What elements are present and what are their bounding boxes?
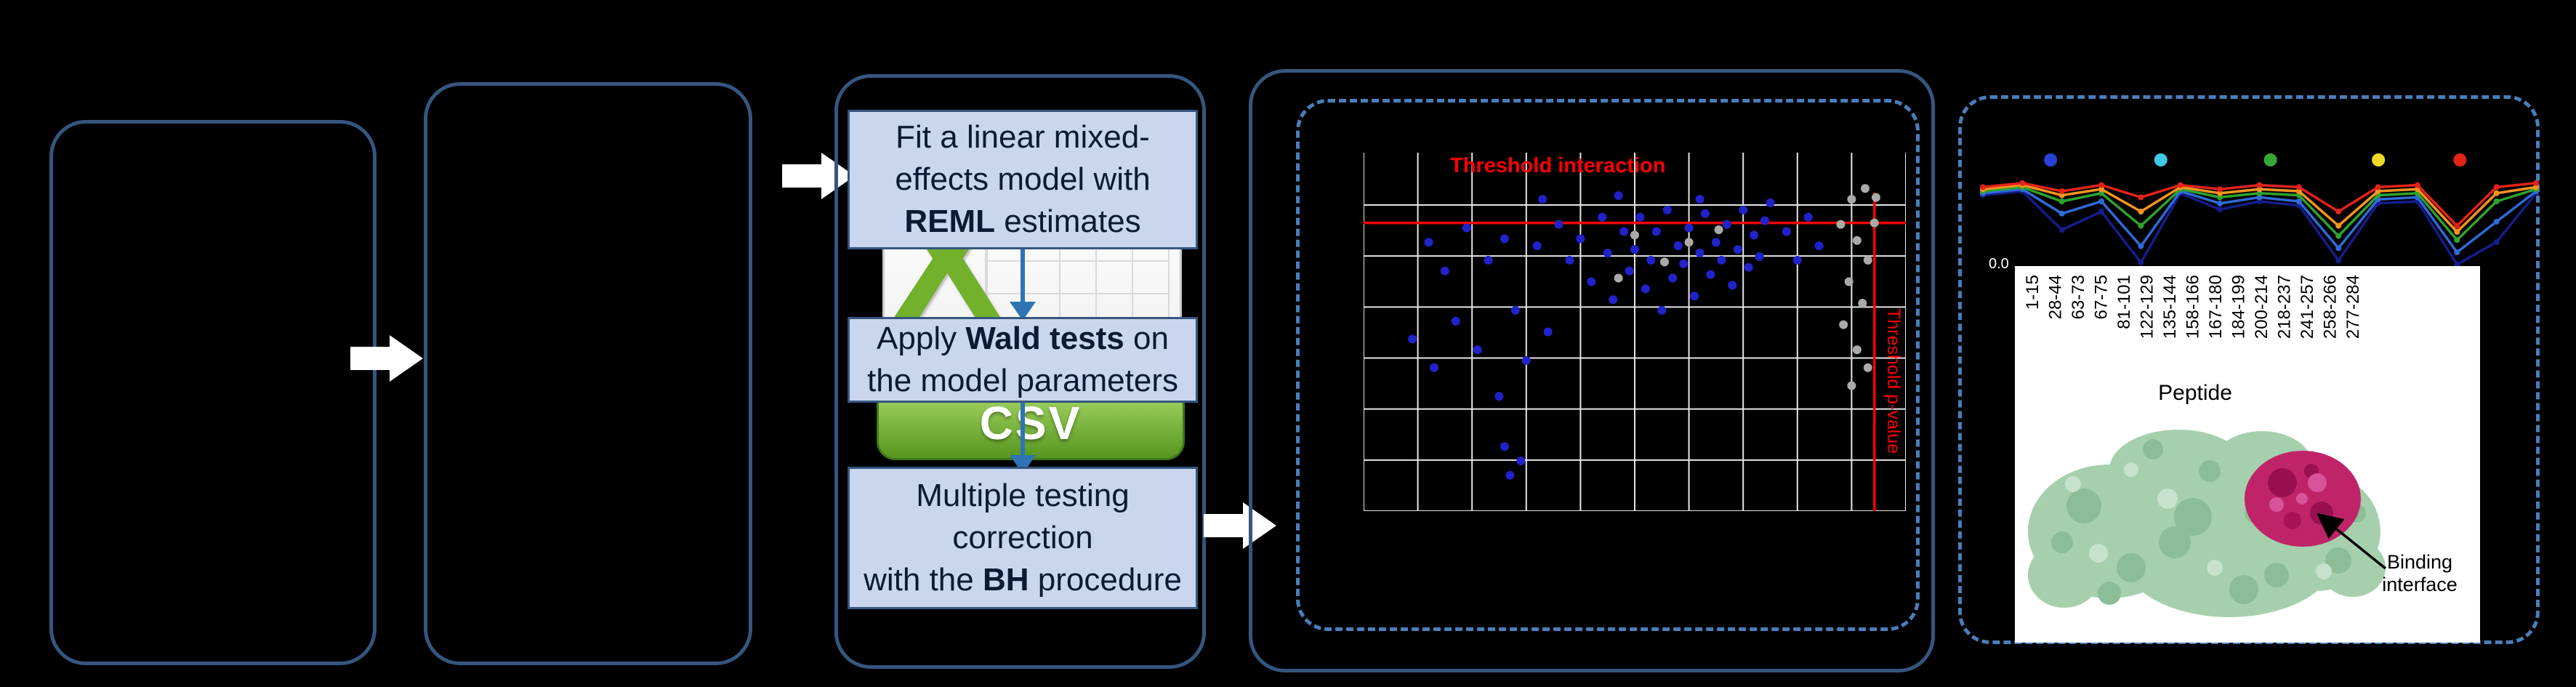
binding-interface-region: [2245, 451, 2361, 547]
input-panel: [49, 120, 377, 665]
stats-output-panel-outer: [1249, 69, 1935, 672]
svg-text:241-257: 241-257: [2298, 275, 2317, 339]
svg-text:28-44: 28-44: [2046, 275, 2066, 319]
binding-interface-arrow: [2317, 513, 2387, 570]
peptide-axis-label: Peptide: [2158, 381, 2232, 405]
svg-text:277-284: 277-284: [2343, 275, 2363, 339]
uptake-line-chart: [1980, 153, 2539, 268]
interaction-scatter-plot: [1364, 153, 1906, 511]
svg-text:200-214: 200-214: [2252, 275, 2271, 339]
svg-text:158-166: 158-166: [2183, 275, 2203, 339]
svg-text:218-237: 218-237: [2275, 275, 2295, 339]
csv-panel: X CSV: [424, 82, 1185, 665]
svg-text:122-129: 122-129: [2138, 275, 2157, 339]
svg-text:67-75: 67-75: [2092, 275, 2112, 319]
flow-arrow-right-1: [350, 335, 423, 382]
step-arrow-down-2: [1010, 403, 1036, 474]
step-bh-box: Multiple testing correction with the BH …: [848, 467, 1198, 609]
y-axis-tick: 0.0: [1989, 256, 2009, 272]
svg-text:258-266: 258-266: [2321, 275, 2340, 339]
step-wald-box: Apply Wald tests on the model parameters: [848, 317, 1198, 403]
step-bh-text: Multiple testing correction with the BH …: [864, 478, 1182, 598]
csv-banner-label: CSV: [979, 397, 1082, 449]
protein-structure: [2028, 430, 2387, 617]
step-reml-text: Fit a linear mixed- effects model with R…: [895, 119, 1151, 239]
step-wald-text: Apply Wald tests on the model parameters: [867, 321, 1178, 398]
flow-arrow-right-3: [1204, 502, 1276, 549]
protein-surface-highlights: [2065, 462, 2332, 579]
binding-interface-label: Binding interface: [2382, 551, 2458, 595]
step-reml-box: Fit a linear mixed- effects model with R…: [848, 110, 1198, 249]
svg-text:184-199: 184-199: [2229, 275, 2249, 339]
svg-text:167-180: 167-180: [2206, 275, 2226, 339]
steps-panel: [834, 74, 1206, 669]
stats-output-panel: [1296, 99, 1920, 631]
svg-text:63-73: 63-73: [2069, 275, 2088, 319]
svg-text:1-15: 1-15: [2023, 275, 2042, 310]
threshold-interaction-label: Threshold interaction: [1450, 154, 1666, 177]
svg-text:81-101: 81-101: [2114, 275, 2134, 329]
threshold-pvalue-label: Threshold p-value: [1883, 308, 1904, 454]
step-arrow-down-1: [1010, 249, 1036, 321]
svg-text:135-144: 135-144: [2160, 275, 2180, 339]
